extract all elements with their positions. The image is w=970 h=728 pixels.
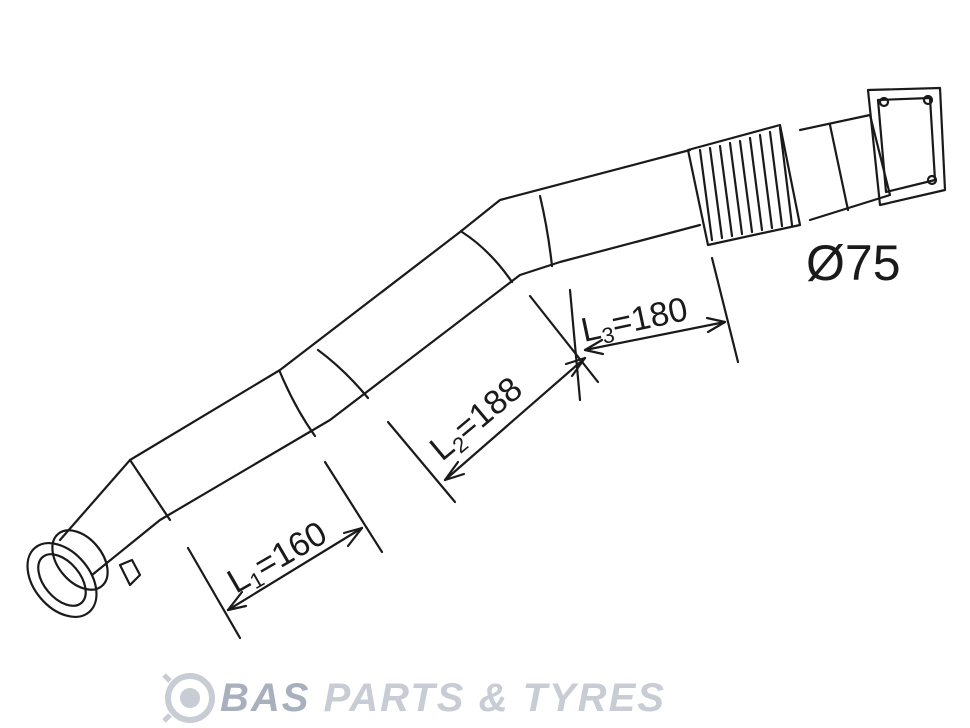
dimension-l3-label: L3=180 xyxy=(578,290,692,353)
dimension-l1-label: L1=160 xyxy=(221,514,335,603)
diameter-label: Ø75 xyxy=(806,235,901,291)
watermark-brand-strong: BAS xyxy=(220,675,311,720)
pipe-upper-outline xyxy=(58,148,692,542)
flex-bellows xyxy=(686,123,802,247)
watermark-logo: BAS PARTS & TYRES xyxy=(160,668,666,728)
pipe-lower-outline xyxy=(90,223,702,577)
right-flange xyxy=(798,86,947,222)
seam-5 xyxy=(538,194,554,268)
dimension-l1-lines xyxy=(186,460,384,640)
seam-3 xyxy=(316,348,370,400)
brand-emblem-icon xyxy=(162,673,215,723)
seam-1 xyxy=(128,458,172,522)
watermark-brand-rest: PARTS & TYRES xyxy=(323,675,666,720)
watermark-text: BAS PARTS & TYRES xyxy=(220,676,666,721)
dimension-l3-lines xyxy=(568,256,740,402)
seam-4 xyxy=(460,230,514,284)
dimension-l2-lines xyxy=(386,294,600,504)
left-flange xyxy=(26,529,142,618)
seam-2 xyxy=(278,370,317,438)
